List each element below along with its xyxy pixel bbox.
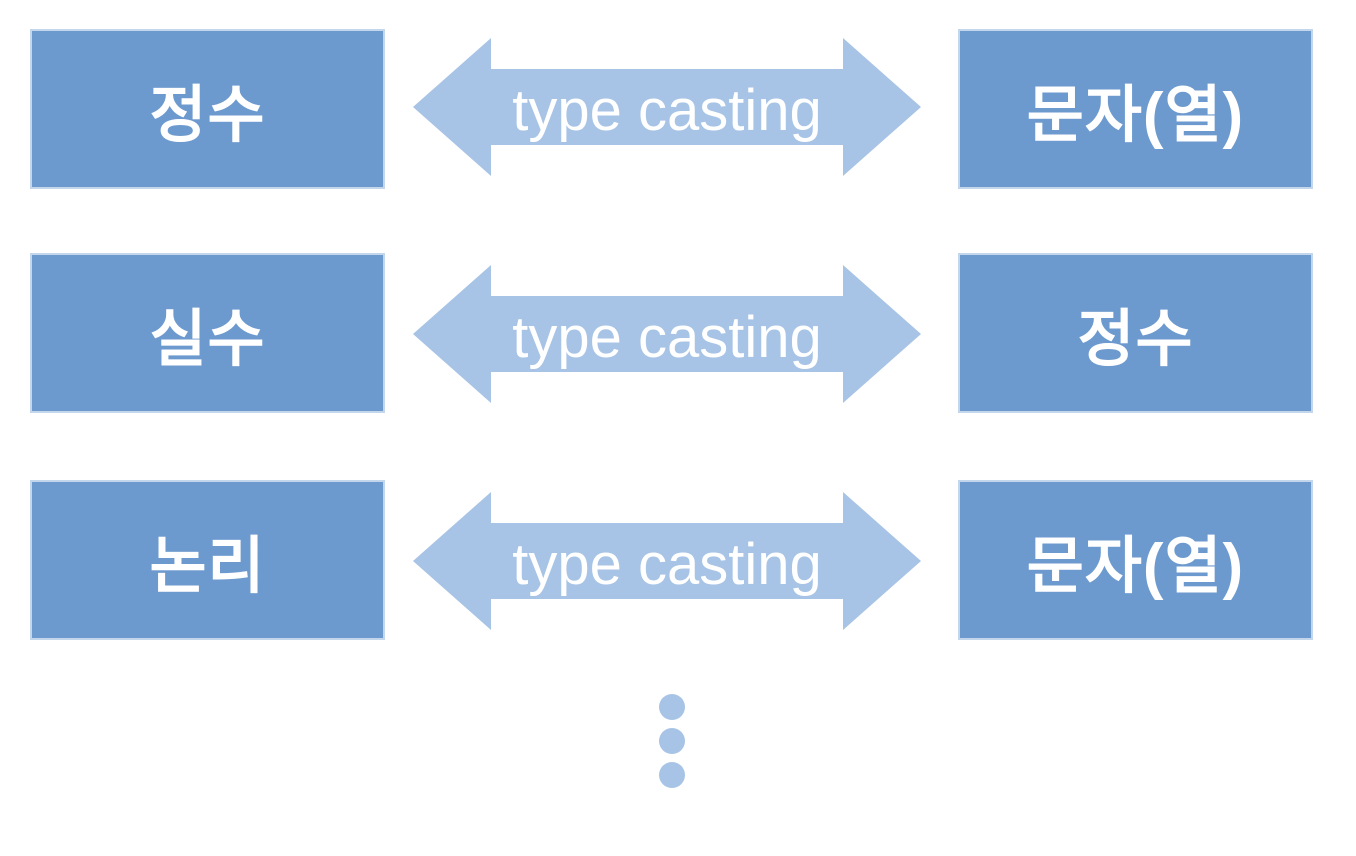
arrow-label: type casting (512, 304, 822, 370)
double-arrow-icon (413, 492, 921, 630)
continuation-ellipsis (652, 687, 692, 807)
type-box-logical: 논리 (30, 480, 385, 640)
type-box-string-2: 문자(열) (958, 480, 1313, 640)
type-casting-arrow-row1: type casting (413, 38, 921, 176)
vertical-dots-icon (659, 694, 685, 788)
type-box-real: 실수 (30, 253, 385, 413)
arrow-label: type casting (512, 531, 822, 597)
type-box-string: 문자(열) (958, 29, 1313, 189)
arrow-label: type casting (512, 77, 822, 143)
type-box-integer-2: 정수 (958, 253, 1313, 413)
type-casting-arrow-row2: type casting (413, 265, 921, 403)
double-arrow-icon (413, 265, 921, 403)
double-arrow-icon (413, 38, 921, 176)
type-casting-arrow-row3: type casting (413, 492, 921, 630)
type-box-integer: 정수 (30, 29, 385, 189)
